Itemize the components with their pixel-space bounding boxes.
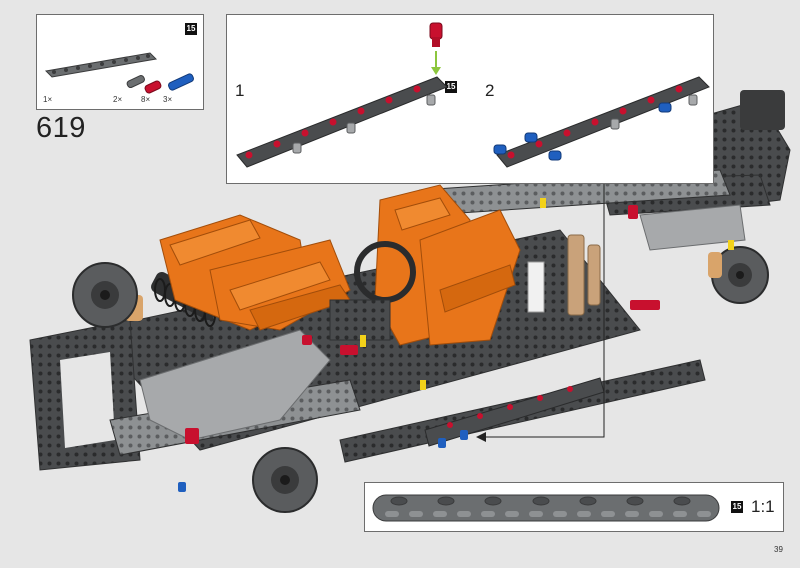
callout-pointer-arrow: [476, 432, 486, 442]
scale-reference-box: 15 1:1: [364, 482, 784, 532]
substep-1-beam-badge: 15: [445, 81, 457, 93]
rear-suspension-arm: [639, 204, 746, 251]
page-number: 39: [774, 545, 783, 554]
front-left-wheel-hub: [72, 262, 138, 328]
substep-2-number: 2: [485, 81, 495, 100]
step-number: 619: [36, 112, 86, 144]
axle-pin-grey-icon: [126, 75, 145, 89]
yellow-accents: [360, 198, 734, 390]
center-console: [329, 299, 391, 341]
rear-brake-caliper: [708, 252, 722, 278]
beam-length-badge: 15: [185, 23, 197, 35]
beam-15-part-image: [44, 52, 158, 78]
beam-15-actual-size: [372, 494, 720, 522]
axle-pin-blue-icon: [168, 73, 194, 91]
axle-pin-grey-qty: 2×: [113, 95, 123, 104]
parts-list-box: 15 1× 2× 8× 3×: [36, 14, 204, 110]
tan-beam-2: [587, 244, 601, 306]
subassembly-callout-box: 1 2 15: [226, 14, 714, 184]
orange-seat-left: [159, 214, 351, 331]
red-connectors: [185, 205, 660, 444]
axle-pin-blue-qty: 3×: [163, 95, 173, 104]
orange-seat-right: [374, 184, 521, 346]
axle-pin-red-qty: 8×: [141, 95, 151, 104]
front-frame-inner: [60, 352, 115, 448]
substep-2-drawing: [493, 76, 710, 168]
white-panel: [527, 261, 545, 313]
rear-block: [740, 90, 785, 130]
scale-beam-badge: 15: [731, 501, 743, 513]
axle-pin-red-icon: [144, 80, 162, 94]
beam-qty: 1×: [43, 95, 53, 104]
tan-beam-1: [567, 234, 585, 316]
rear-right-wheel-hub: [711, 246, 769, 304]
callout-pointer-line: [482, 182, 605, 438]
scale-label: 1:1: [751, 497, 775, 516]
front-suspension-arm: [139, 329, 331, 441]
front-right-wheel-hub: [252, 447, 318, 513]
substep-1-number: 1: [235, 81, 245, 100]
substep-1-drawing: [236, 22, 448, 168]
